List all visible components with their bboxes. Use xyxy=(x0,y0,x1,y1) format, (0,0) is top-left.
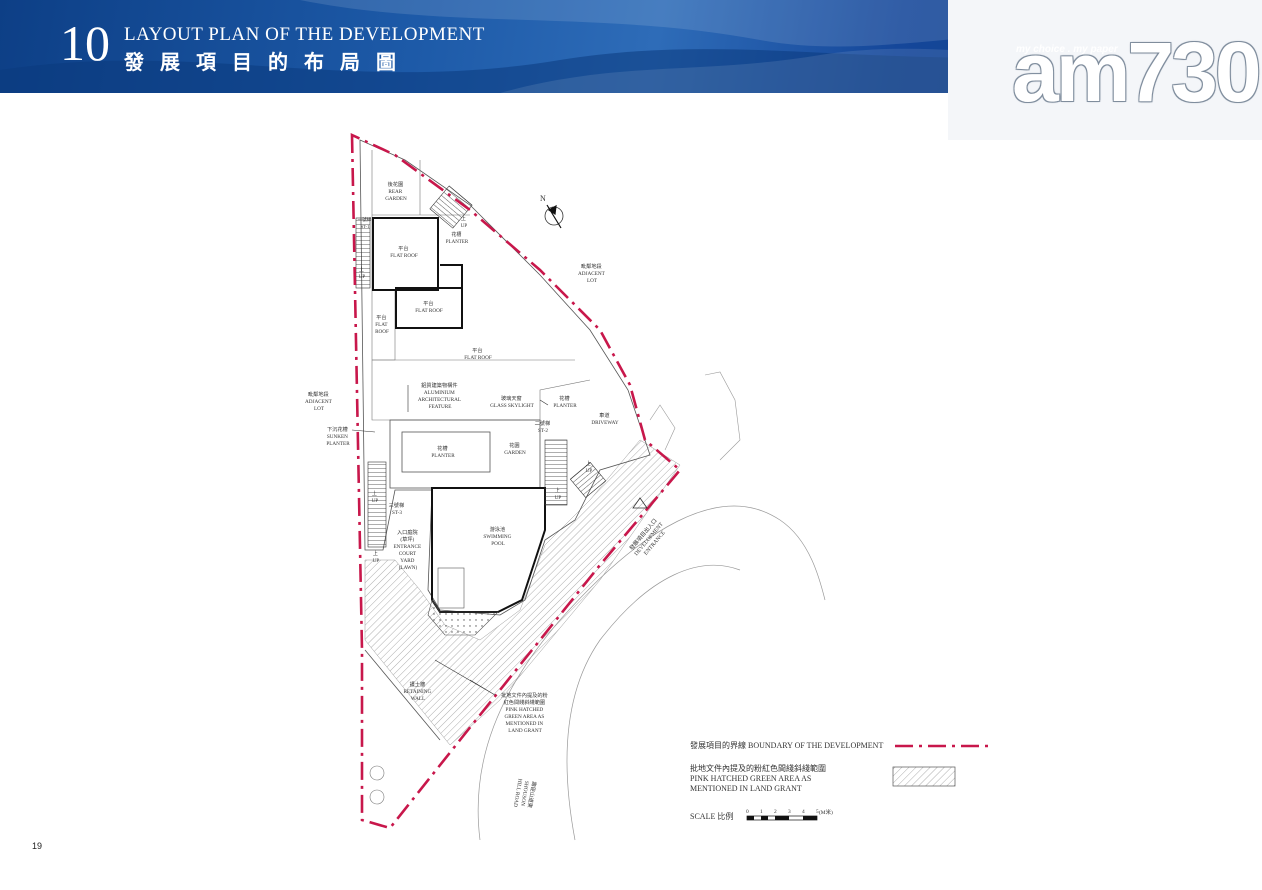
am730-logo: am730 xyxy=(1012,25,1262,119)
label-flat-roof-3: 平台 FLAT ROOF xyxy=(375,313,389,335)
entrance-triangle-icon xyxy=(632,497,648,509)
legend-pink-en-2: MENTIONED IN LAND GRANT xyxy=(690,784,802,793)
label-st2: 二號梯 ST-2 xyxy=(535,419,552,434)
label-road: 壽臣山道東 SHOUSON HILL ROAD xyxy=(512,778,539,810)
label-up-left: 上 UP xyxy=(359,266,366,280)
label-flat-roof-4: 平台 FLAT ROOF xyxy=(464,346,492,361)
svg-text:壽臣山道東 SHOUSON HILL: 壽臣山道東 SHOUSON HILL ROAD xyxy=(512,778,539,810)
flat-roof-box-1 xyxy=(372,217,439,291)
label-planter-garden: 花槽 PLANTER xyxy=(431,444,455,459)
legend-hatched-swatch xyxy=(892,766,956,787)
road-outline xyxy=(477,505,826,841)
label-up-st2: 上 UP xyxy=(586,460,593,474)
page-title-zh: 發展項目的布局圖 xyxy=(124,50,412,74)
label-garden: 花園 GARDEN xyxy=(504,441,526,456)
logo-watermark-background xyxy=(948,0,1262,140)
north-arrow-icon: N xyxy=(540,194,564,229)
label-rear-garden: 後花園 REAR GARDEN xyxy=(385,180,407,202)
label-flat-roof-1: 平台 FLAT ROOF xyxy=(390,244,418,259)
legend-pink-en-1: PINK HATCHED GREEN AREA AS xyxy=(690,774,812,783)
retaining-wall-line xyxy=(364,649,441,741)
stair-top xyxy=(429,185,473,229)
label-planter-top: 花槽 PLANTER xyxy=(446,231,469,245)
label-pink-hatched: 批地文件內提及的粉 紅色間綫斜綫範圍 PINK HATCHED GREEN AR… xyxy=(501,691,549,734)
building-outline xyxy=(359,139,651,616)
label-up-top: 上 UP xyxy=(461,215,468,229)
label-entrance-court: 入口庭院 (草坪) ENTRANCE COURT YARD (LAWN) xyxy=(394,528,423,571)
label-aluminium-feature: 鋁質建築物構件 ALUMINIUM ARCHITECTURAL FEATURE xyxy=(418,381,462,410)
label-driveway: 車道 DRIVEWAY xyxy=(591,411,618,426)
north-label: N xyxy=(540,194,546,203)
label-retaining-wall: 護土牆 RETAINING WALL xyxy=(403,680,432,702)
scale-ticks: 0 1 2 3 4 5 xyxy=(746,809,819,815)
label-glass-skylight: 玻璃天窗 GLASS SKYLIGHT xyxy=(490,394,534,409)
label-st3: 三號梯 ST-3 xyxy=(389,501,406,516)
tree-2 xyxy=(369,789,385,805)
development-boundary-line xyxy=(350,132,682,830)
flat-roof-box-2 xyxy=(395,287,463,329)
page-number: 19 xyxy=(32,841,43,851)
label-swimming-pool: 游泳池 SWIMMING POOL xyxy=(483,525,512,547)
pool-dotted-edge xyxy=(427,599,499,636)
stair-st3 xyxy=(367,461,387,548)
stair-st1 xyxy=(355,217,371,289)
label-st1: 一號梯 ST-1 xyxy=(358,216,373,229)
label-sunken-planter: 下沉花槽 SUNKEN PLANTER xyxy=(326,425,350,447)
section-number: 10 xyxy=(60,15,110,71)
label-up-st3: 上 UP xyxy=(372,490,379,504)
planter-box xyxy=(401,431,491,473)
legend-pink-zh: 批地文件內提及的粉紅色間綫斜綫範圍 xyxy=(690,764,826,773)
label-flat-roof-2: 平台 FLAT ROOF xyxy=(415,299,443,314)
label-adjacent-lot-left: 毗鄰地段 ADJACENT LOT xyxy=(305,390,333,412)
legend-boundary-label: 發展項目的界線 BOUNDARY OF THE DEVELOPMENT xyxy=(690,741,884,750)
label-planter-mid: 花槽 PLANTER xyxy=(553,394,577,409)
scale-bar xyxy=(746,815,818,821)
tree-1 xyxy=(369,765,385,781)
label-up-st2b: 上 UP xyxy=(555,487,562,501)
scale-unit: (M米) xyxy=(819,808,833,816)
label-up-bottom: 上 UP xyxy=(373,550,380,564)
legend-scale-label: SCALE 比例 xyxy=(690,812,734,821)
label-adjacent-lot-right: 毗鄰地段 ADJACENT LOT xyxy=(578,262,606,284)
page-title-en: LAYOUT PLAN OF THE DEVELOPMENT xyxy=(124,24,485,45)
stair-st2 xyxy=(544,439,568,506)
logo-tagline: my choice . my paper xyxy=(1016,44,1118,55)
